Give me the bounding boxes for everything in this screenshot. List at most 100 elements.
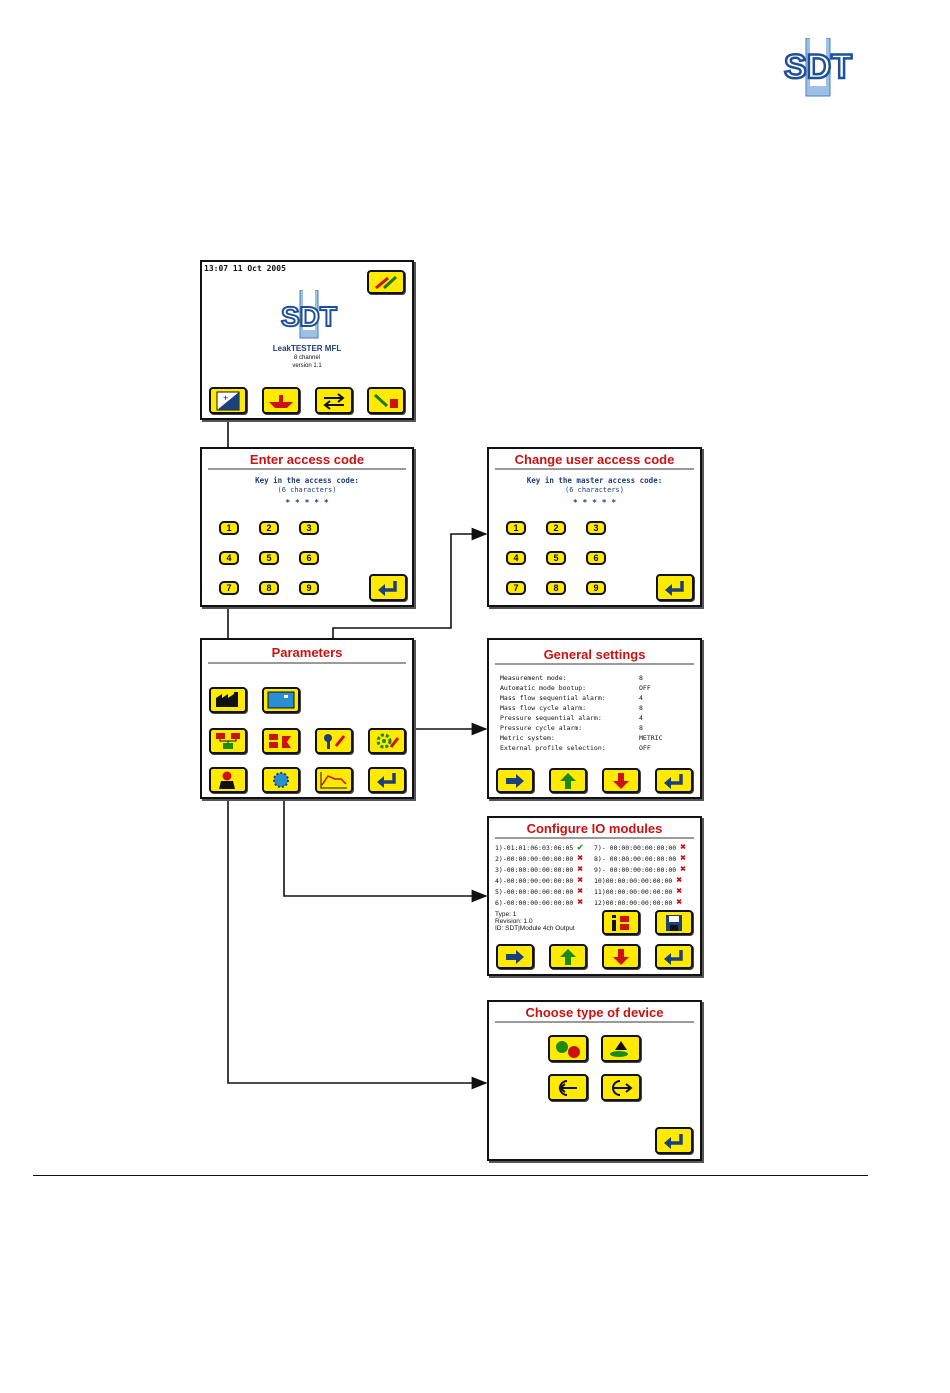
back-button[interactable] [368,767,406,793]
key-4[interactable]: 4 [219,551,239,565]
io-address: 10)00:00:00:00:00:00 [594,877,673,885]
cross-icon: ✖ [577,875,584,886]
enter-button[interactable] [656,574,694,601]
access-button[interactable]: + [209,387,247,414]
brand-logo-text: SDT [784,48,852,86]
device-type-button[interactable] [209,767,247,793]
key-9[interactable]: 9 [586,581,606,595]
io-module-row: 8)- 00:00:00:00:00:00 ✖ [594,853,686,864]
product-version: version 1.1 [292,363,322,369]
key-5[interactable]: 5 [259,551,279,565]
code-prompt-hint: (6 characters) [564,486,624,494]
key-2[interactable]: 2 [546,521,566,535]
down-button[interactable] [602,944,640,969]
footer-rule [33,1175,868,1176]
back-button[interactable] [655,768,693,793]
key-6[interactable]: 6 [299,551,319,565]
network-button[interactable] [209,728,247,754]
enter-button[interactable] [369,574,407,601]
input-button[interactable] [548,1074,588,1101]
setting-value: 8 [639,724,643,732]
title-divider [208,468,406,470]
arrow-down-icon [613,948,629,965]
io-module-row: 1)-01:01:06:03:06:05 ✔ [495,842,583,853]
configure-io-panel: Configure IO modules 1)-01:01:06:03:06:0… [487,816,702,976]
key-1[interactable]: 1 [506,521,526,535]
arrow-params-to-io [283,753,488,903]
key-4[interactable]: 4 [506,551,526,565]
arrow-right-icon [506,773,524,788]
key-2[interactable]: 2 [259,521,279,535]
io-module-row: 9)- 00:00:00:00:00:00 ✖ [594,864,686,875]
info-button[interactable] [602,910,640,935]
setting-label: Mass flow sequential alarm: [500,694,606,702]
next-button[interactable] [496,768,534,793]
factory-button[interactable] [209,687,247,713]
arrow-params-to-device [227,768,488,1090]
setting-label: Measurement mode: [500,674,567,682]
transfer-button[interactable] [315,387,353,414]
key-3[interactable]: 3 [299,521,319,535]
io-modules-button[interactable] [262,728,300,754]
maintenance-button[interactable] [367,387,405,414]
key-8[interactable]: 8 [259,581,279,595]
key-9[interactable]: 9 [299,581,319,595]
parameters-panel: Parameters [200,638,414,799]
key-7[interactable]: 7 [506,581,526,595]
boat-button[interactable] [262,387,300,414]
cross-icon: ✖ [577,886,584,897]
key-1[interactable]: 1 [219,521,239,535]
input-arrow-icon [558,1079,577,1096]
module-revision: Revision: 1.0 [495,918,533,925]
tools-button[interactable] [367,270,405,294]
panel-title: Parameters [271,645,343,660]
setting-value: 8 [639,674,643,682]
setting-value: 4 [639,714,643,722]
arrow-right-icon [506,949,524,964]
arrow-up-icon [560,948,576,965]
module-type: Type: 1 [495,911,517,918]
back-button[interactable] [655,1127,693,1154]
cross-icon: ✖ [680,842,687,853]
horn-button[interactable] [601,1035,641,1062]
change-access-code-panel: Change user access code Key in the maste… [487,447,702,607]
key-8[interactable]: 8 [546,581,566,595]
brand-logo: SDT [770,37,866,98]
key-7[interactable]: 7 [219,581,239,595]
io-address: 9)- 00:00:00:00:00:00 [594,866,677,874]
key-5[interactable]: 5 [546,551,566,565]
calibration-button[interactable] [262,767,300,793]
general-settings-button[interactable] [368,728,406,754]
cross-icon: ✖ [577,853,584,864]
key-6[interactable]: 6 [586,551,606,565]
transfer-arrows-icon [323,392,345,410]
enter-access-code-panel: Enter access code Key in the access code… [200,447,414,607]
io-address: 6)-00:00:00:00:00:00 [495,899,574,907]
up-button[interactable] [549,768,587,793]
save-button[interactable] [655,910,693,935]
pass-fail-button[interactable] [548,1035,588,1062]
graph-button[interactable] [315,767,353,793]
output-button[interactable] [601,1074,641,1101]
tools-settings-button[interactable] [315,728,353,754]
io-address: 2)-00:00:00:00:00:00 [495,855,574,863]
floppy-disk-icon [666,914,682,931]
info-icon [612,914,629,931]
display-button[interactable] [262,687,300,713]
panel-title: Choose type of device [525,1005,664,1020]
boat-icon [269,394,293,408]
key-3[interactable]: 3 [586,521,606,535]
cog-blue-icon [273,772,289,788]
io-address: 12)00:00:00:00:00:00 [594,899,673,907]
io-module-row: 10)00:00:00:00:00:00 ✖ [594,875,682,886]
cross-icon: ✖ [680,864,687,875]
pass-fail-icon [556,1040,580,1058]
choose-device-panel: Choose type of device [487,1000,702,1161]
next-button[interactable] [496,944,534,969]
io-module-row: 7)- 00:00:00:00:00:00 ✖ [594,842,686,853]
up-button[interactable] [549,944,587,969]
panel-title: Enter access code [249,452,365,467]
back-button[interactable] [655,944,693,969]
svg-text:+: + [223,393,228,403]
down-button[interactable] [602,768,640,793]
